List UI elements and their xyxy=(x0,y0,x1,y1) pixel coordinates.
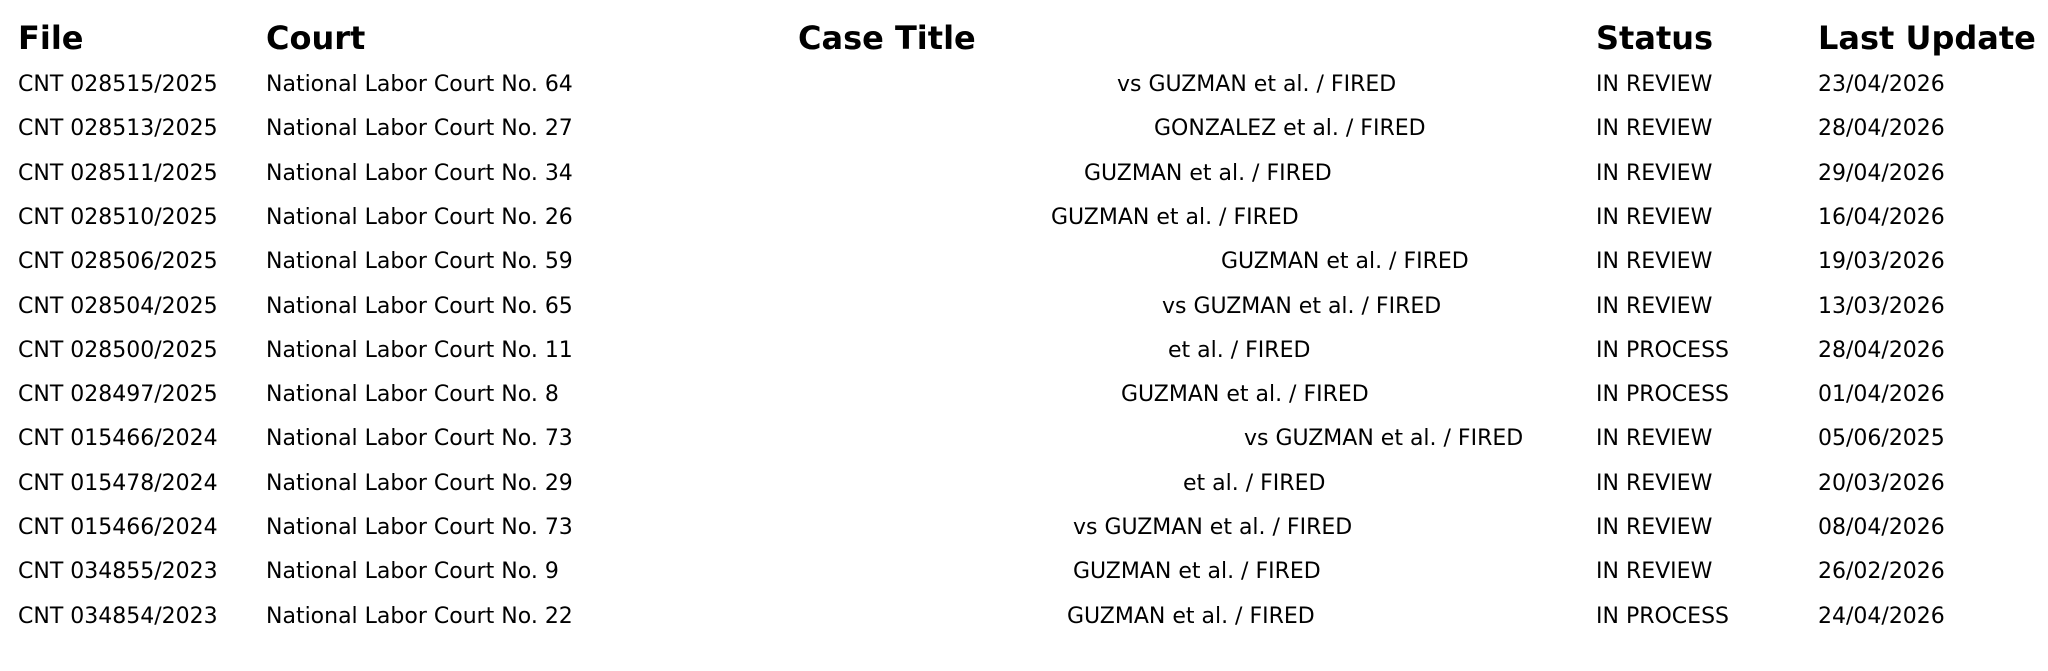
case-title-cell: GUZMAN et al. / FIRED xyxy=(1221,249,1469,275)
status-cell: IN REVIEW xyxy=(1596,515,1713,540)
status-cell: IN PROCESS xyxy=(1596,603,1729,629)
file-cell: CNT 028513/2025 xyxy=(18,116,218,142)
header-case-title: Case Title xyxy=(798,19,976,57)
case-title-cell: GUZMAN et al. / FIRED xyxy=(1121,382,1369,408)
case-title-cell: vs GUZMAN et al. / FIRED xyxy=(1244,426,1524,452)
table-row: CNT 028504/2025 National Labor Court No. … xyxy=(0,285,2048,329)
court-cell: National Labor Court No. 65 xyxy=(266,293,573,319)
last-update-cell: 16/04/2026 xyxy=(1818,204,1945,230)
file-cell: CNT 034854/2023 xyxy=(18,603,218,629)
table-row: CNT 034854/2023 National Labor Court No. … xyxy=(0,595,2048,639)
court-cell: National Labor Court No. 59 xyxy=(266,249,573,275)
status-cell: IN REVIEW xyxy=(1596,249,1713,275)
case-title-cell: vs GUZMAN et al. / FIRED xyxy=(1073,515,1353,540)
file-cell: CNT 028497/2025 xyxy=(18,382,218,408)
last-update-cell: 05/06/2025 xyxy=(1818,426,1945,452)
status-cell: IN REVIEW xyxy=(1596,72,1713,97)
table-row: CNT 015466/2024 National Labor Court No. … xyxy=(0,417,2048,461)
court-cell: National Labor Court No. 22 xyxy=(266,603,573,629)
court-cell: National Labor Court No. 11 xyxy=(266,337,573,363)
header-status: Status xyxy=(1596,19,1714,57)
court-cell: National Labor Court No. 64 xyxy=(266,72,573,97)
last-update-cell: 01/04/2026 xyxy=(1818,382,1945,408)
status-cell: IN REVIEW xyxy=(1596,470,1713,496)
table-row: CNT 028500/2025 National Labor Court No. … xyxy=(0,329,2048,373)
case-title-cell: GUZMAN et al. / FIRED xyxy=(1084,160,1332,186)
table-row: CNT 015478/2024 National Labor Court No. … xyxy=(0,462,2048,506)
court-cell: National Labor Court No. 8 xyxy=(266,382,559,408)
status-cell: IN REVIEW xyxy=(1596,160,1713,186)
table-row: CNT 015466/2024 National Labor Court No. … xyxy=(0,506,2048,550)
table-header: File Court Case Title Status Last Update xyxy=(0,16,2048,60)
last-update-cell: 24/04/2026 xyxy=(1818,603,1945,629)
case-title-cell: et al. / FIRED xyxy=(1168,337,1311,363)
last-update-cell: 29/04/2026 xyxy=(1818,160,1945,186)
file-cell: CNT 034855/2023 xyxy=(18,559,218,585)
status-cell: IN REVIEW xyxy=(1596,293,1713,319)
court-cell: National Labor Court No. 9 xyxy=(266,559,559,585)
file-cell: CNT 028504/2025 xyxy=(18,293,218,319)
case-title-cell: GUZMAN et al. / FIRED xyxy=(1051,204,1299,230)
last-update-cell: 13/03/2026 xyxy=(1818,293,1945,319)
court-cell: National Labor Court No. 29 xyxy=(266,470,573,496)
file-cell: CNT 028500/2025 xyxy=(18,337,218,363)
case-title-cell: vs GUZMAN et al. / FIRED xyxy=(1162,293,1442,319)
case-title-cell: vs GUZMAN et al. / FIRED xyxy=(1117,72,1397,97)
court-cell: National Labor Court No. 73 xyxy=(266,515,573,540)
status-cell: IN PROCESS xyxy=(1596,337,1729,363)
file-cell: CNT 028515/2025 xyxy=(18,72,218,97)
case-title-cell: GUZMAN et al. / FIRED xyxy=(1073,559,1321,585)
header-file: File xyxy=(18,19,84,57)
case-title-cell: et al. / FIRED xyxy=(1183,470,1326,496)
last-update-cell: 20/03/2026 xyxy=(1818,470,1945,496)
last-update-cell: 19/03/2026 xyxy=(1818,249,1945,275)
last-update-cell: 28/04/2026 xyxy=(1818,337,1945,363)
status-cell: IN REVIEW xyxy=(1596,559,1713,585)
table-row: CNT 028515/2025 National Labor Court No. … xyxy=(0,63,2048,107)
file-cell: CNT 015466/2024 xyxy=(18,426,218,452)
table-row: CNT 028510/2025 National Labor Court No. … xyxy=(0,196,2048,240)
status-cell: IN PROCESS xyxy=(1596,382,1729,408)
last-update-cell: 08/04/2026 xyxy=(1818,515,1945,540)
status-cell: IN REVIEW xyxy=(1596,116,1713,142)
table-row: CNT 028497/2025 National Labor Court No. … xyxy=(0,373,2048,417)
last-update-cell: 28/04/2026 xyxy=(1818,116,1945,142)
table-row: CNT 028513/2025 National Labor Court No. … xyxy=(0,107,2048,151)
court-cell: National Labor Court No. 26 xyxy=(266,204,573,230)
file-cell: CNT 028506/2025 xyxy=(18,249,218,275)
table-row: CNT 034855/2023 National Labor Court No. … xyxy=(0,550,2048,594)
last-update-cell: 23/04/2026 xyxy=(1818,72,1945,97)
last-update-cell: 26/02/2026 xyxy=(1818,559,1945,585)
case-title-cell: GONZALEZ et al. / FIRED xyxy=(1154,116,1426,142)
table-row: CNT 028506/2025 National Labor Court No. … xyxy=(0,240,2048,284)
court-cell: National Labor Court No. 34 xyxy=(266,160,573,186)
file-cell: CNT 015478/2024 xyxy=(18,470,218,496)
file-cell: CNT 028511/2025 xyxy=(18,160,218,186)
case-title-cell: GUZMAN et al. / FIRED xyxy=(1067,603,1315,629)
table-row: CNT 028511/2025 National Labor Court No. … xyxy=(0,152,2048,196)
status-cell: IN REVIEW xyxy=(1596,204,1713,230)
file-cell: CNT 028510/2025 xyxy=(18,204,218,230)
file-cell: CNT 015466/2024 xyxy=(18,515,218,540)
court-cell: National Labor Court No. 27 xyxy=(266,116,573,142)
court-cell: National Labor Court No. 73 xyxy=(266,426,573,452)
header-last-update: Last Update xyxy=(1818,19,2036,57)
status-cell: IN REVIEW xyxy=(1596,426,1713,452)
header-court: Court xyxy=(266,19,366,57)
